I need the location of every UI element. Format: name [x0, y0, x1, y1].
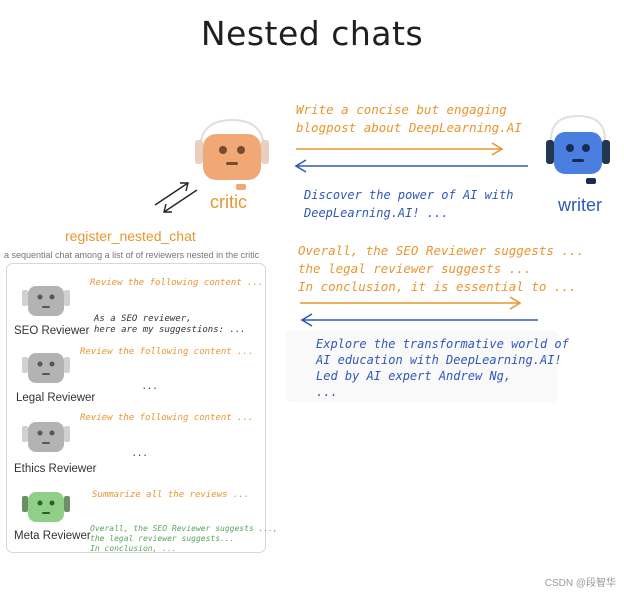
- legal-reviewer-name: Legal Reviewer: [16, 392, 96, 404]
- writer-label: writer: [558, 195, 602, 215]
- writer-reply-2: Explore the transformative world of AI e…: [316, 336, 569, 400]
- message-line: Overall, the SEO Reviewer suggests ...: [298, 243, 584, 258]
- reply-line: As a SEO reviewer,: [94, 314, 192, 324]
- message-line: Led by AI expert Andrew Ng,: [316, 369, 512, 383]
- reply-line: Overall, the SEO Reviewer suggests ...,: [90, 524, 278, 533]
- message-line: blogpost about DeepLearning.AI: [296, 120, 522, 135]
- ethics-request-text: Review the following content ...: [80, 413, 254, 423]
- reviewers-panel: [6, 263, 266, 553]
- message-line: In conclusion, it is essential to ...: [298, 279, 577, 294]
- writer-reply-1: Discover the power of AI with DeepLearni…: [304, 186, 514, 222]
- reply-line: In conclusion, ...: [90, 544, 177, 553]
- diagram-title: Nested chats: [200, 14, 424, 53]
- message-line: Explore the transformative world of: [316, 337, 569, 351]
- ethics-reply-text: ...: [132, 449, 149, 459]
- message-line: ...: [316, 385, 338, 399]
- message-line: the legal reviewer suggests ...: [298, 261, 532, 276]
- ethics-reviewer-name: Ethics Reviewer: [14, 463, 97, 475]
- legal-request-text: Review the following content ...: [80, 347, 254, 357]
- meta-reviewer-name: Meta Reviewer: [14, 530, 91, 542]
- reply-line: here are my suggestions: ...: [94, 325, 246, 335]
- critic-label: critic: [210, 192, 247, 212]
- meta-request-text: Summarize all the reviews ...: [92, 490, 250, 500]
- sequential-chat-caption: a sequential chat among a list of of rev…: [4, 250, 260, 260]
- seo-reviewer-name: SEO Reviewer: [14, 325, 90, 337]
- critic-robot-icon: [195, 118, 269, 190]
- seo-reply-text: As a SEO reviewer, here are my suggestio…: [94, 314, 246, 336]
- legal-reply-text: ...: [142, 382, 159, 392]
- register-nested-chat-label: register_nested_chat: [65, 228, 196, 244]
- message-line: Discover the power of AI with: [304, 188, 514, 202]
- seo-request-text: Review the following content ...: [90, 278, 264, 288]
- message-line: DeepLearning.AI! ...: [304, 206, 449, 220]
- message-line: Write a concise but engaging: [296, 102, 507, 117]
- message-line: AI education with DeepLearning.AI!: [316, 353, 562, 367]
- writer-robot-icon: [546, 114, 610, 184]
- message-to-writer: Write a concise but engaging blogpost ab…: [296, 101, 522, 137]
- meta-reply-text: Overall, the SEO Reviewer suggests ..., …: [90, 524, 278, 554]
- watermark-text: CSDN @段智华: [544, 578, 616, 589]
- reply-line: the legal reviewer suggests...: [90, 534, 235, 543]
- critic-feedback: Overall, the SEO Reviewer suggests ... t…: [298, 242, 584, 296]
